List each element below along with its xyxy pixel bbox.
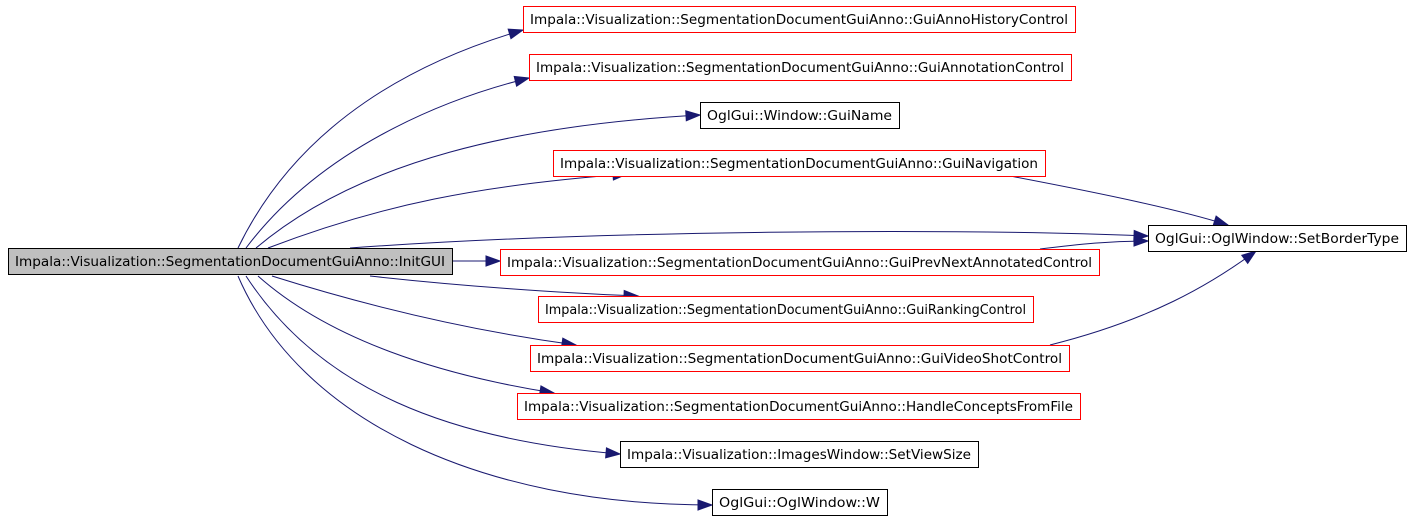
edge-line <box>237 29 524 249</box>
node-box <box>553 150 1046 177</box>
edge-line <box>369 275 639 297</box>
nodes-layer: Impala::Visualization::SegmentationDocum… <box>8 6 1407 516</box>
node-viewsize[interactable]: Impala::Visualization::ImagesWindow::Set… <box>620 441 979 468</box>
edge-arrowhead <box>513 75 531 88</box>
node-prevnext[interactable]: Impala::Visualization::SegmentationDocum… <box>500 249 1100 276</box>
edge-arrowhead <box>1133 235 1150 247</box>
node-videoshot[interactable]: Impala::Visualization::SegmentationDocum… <box>530 345 1070 372</box>
node-box <box>1148 225 1407 252</box>
edge-line <box>255 114 701 249</box>
node-ranking[interactable]: Impala::Visualization::SegmentationDocum… <box>538 296 1034 323</box>
node-box <box>700 102 900 129</box>
node-label: Impala::Visualization::SegmentationDocum… <box>537 352 1062 367</box>
node-label: Impala::Visualization::SegmentationDocum… <box>15 255 445 270</box>
edge-line <box>349 231 1149 249</box>
edge-arrowhead <box>605 447 622 459</box>
node-box <box>538 296 1034 323</box>
node-box <box>517 393 1081 420</box>
edge-line <box>1049 250 1257 346</box>
edge-arrowhead <box>1240 250 1258 265</box>
node-box <box>523 6 1076 33</box>
node-label: Impala::Visualization::SegmentationDocum… <box>536 61 1064 76</box>
edge-initgui-to-prevnext <box>452 255 502 267</box>
node-box <box>500 249 1100 276</box>
node-label: OglGui::OglWindow::SetBorderType <box>1155 232 1399 247</box>
edge-line <box>257 275 555 394</box>
node-label: Impala::Visualization::SegmentationDocum… <box>524 400 1073 415</box>
node-history[interactable]: Impala::Visualization::SegmentationDocum… <box>523 6 1076 33</box>
node-label: OglGui::OglWindow::W <box>719 496 880 511</box>
node-label: Impala::Visualization::SegmentationDocum… <box>530 13 1068 28</box>
node-label: Impala::Visualization::SegmentationDocum… <box>545 303 1026 318</box>
node-concepts[interactable]: Impala::Visualization::SegmentationDocum… <box>517 393 1081 420</box>
node-oglw[interactable]: OglGui::OglWindow::W <box>712 489 888 516</box>
node-label: OglGui::Window::GuiName <box>707 109 892 124</box>
edge-initgui-to-bordertype <box>349 229 1150 249</box>
edge-line <box>245 275 621 455</box>
edge-initgui-to-viewsize <box>245 275 622 459</box>
edge-line <box>237 275 713 506</box>
edge-line <box>271 275 577 346</box>
edge-navigation-to-bordertype <box>1009 175 1230 227</box>
node-label: Impala::Visualization::SegmentationDocum… <box>560 157 1038 172</box>
edge-arrowhead <box>1212 215 1230 227</box>
edge-line <box>1009 175 1229 226</box>
node-navigation[interactable]: Impala::Visualization::SegmentationDocum… <box>553 150 1046 177</box>
edge-initgui-to-guiname <box>255 110 702 249</box>
node-box <box>620 441 979 468</box>
edge-line <box>1039 240 1149 250</box>
edge-arrowhead <box>697 499 714 511</box>
node-guiname[interactable]: OglGui::Window::GuiName <box>700 102 900 129</box>
edge-initgui-to-concepts <box>257 275 556 397</box>
edge-initgui-to-annotation <box>245 75 531 249</box>
edge-arrowhead <box>507 28 525 40</box>
node-bordertype[interactable]: OglGui::OglWindow::SetBorderType <box>1148 225 1407 252</box>
node-annotation[interactable]: Impala::Visualization::SegmentationDocum… <box>529 54 1072 81</box>
edge-arrowhead <box>685 110 702 122</box>
node-initgui: Impala::Visualization::SegmentationDocum… <box>8 248 453 275</box>
node-box <box>712 489 888 516</box>
edge-initgui-to-history <box>237 28 525 249</box>
edge-line <box>245 77 530 249</box>
edge-arrowhead <box>485 255 502 267</box>
node-label: Impala::Visualization::SegmentationDocum… <box>507 256 1092 271</box>
node-label: Impala::Visualization::ImagesWindow::Set… <box>627 448 971 463</box>
edge-initgui-to-oglw <box>237 275 714 511</box>
edge-prevnext-to-bordertype <box>1039 235 1150 250</box>
node-box <box>530 345 1070 372</box>
edge-initgui-to-videoshot <box>271 275 578 349</box>
edge-videoshot-to-bordertype <box>1049 250 1258 346</box>
edge-line <box>267 173 628 249</box>
node-box <box>529 54 1072 81</box>
node-box <box>8 248 453 275</box>
